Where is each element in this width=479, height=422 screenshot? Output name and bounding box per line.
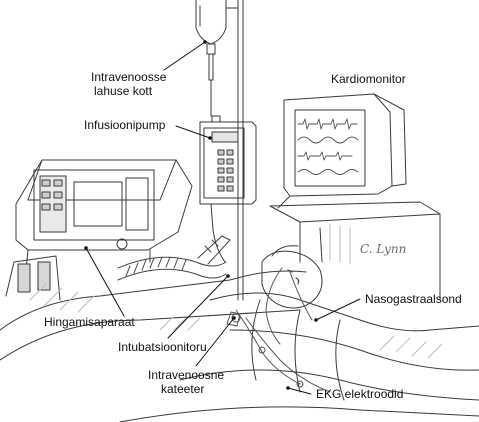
patient-head xyxy=(261,245,323,309)
label-iv-catheter-line1: Intravenoosne xyxy=(148,368,225,382)
iv-pole xyxy=(237,0,244,301)
ventilator-tubing xyxy=(117,235,231,281)
infusion-pump xyxy=(199,115,257,263)
label-iv-bag-line2: lahuse kott xyxy=(94,84,153,98)
label-infusion-pump: Infusioonipump xyxy=(84,118,166,132)
iv-bag xyxy=(195,0,239,117)
label-ventilator: Hingamisaparaat xyxy=(44,315,135,329)
cardiac-monitor xyxy=(269,93,441,301)
lead-wires xyxy=(226,267,331,393)
label-iv-catheter-line2: kateeter xyxy=(161,382,205,396)
label-intubation-tube: Intubatsioonitoru xyxy=(118,340,207,354)
label-ekg-electrodes: EKG elektroodid xyxy=(316,387,404,401)
leader-lines xyxy=(84,40,361,395)
sketch-shading xyxy=(29,223,443,359)
label-iv-bag-line1: Intravenoosse xyxy=(91,70,167,84)
artist-signature: C. Lynn xyxy=(360,242,407,256)
label-cardiac-monitor: Kardiomonitor xyxy=(331,72,406,86)
ventilator xyxy=(5,159,193,301)
label-nasogastric-tube: Nasogastraalsond xyxy=(365,292,462,306)
